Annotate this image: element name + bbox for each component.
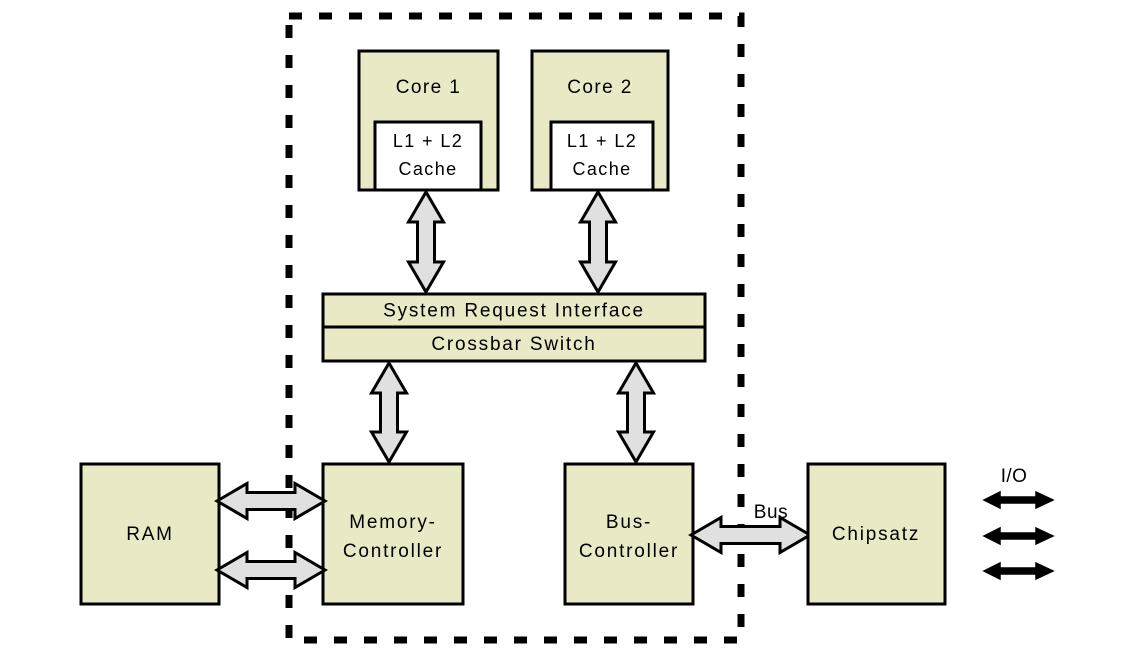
core-1-cache-label-line2: Cache <box>398 159 457 179</box>
memory-controller-label-line2: Controller <box>343 541 443 562</box>
core-1-to-sri-arrow <box>405 189 447 295</box>
bus-controller-label-line1: Bus- <box>606 512 652 533</box>
memory-controller-block[interactable]: Memory- Controller <box>321 462 465 606</box>
system-request-interface-block[interactable]: System Request Interface <box>321 292 707 329</box>
chipset-block[interactable]: Chipsatz <box>806 462 947 606</box>
crossbar-switch-block[interactable]: Crossbar Switch <box>321 325 707 363</box>
io-arrow-1 <box>982 490 1055 510</box>
core-2-cache-label-line1: L1 + L2 <box>567 131 637 151</box>
crossbar-to-memory-controller-arrow <box>368 360 410 465</box>
memory-controller-label-line1: Memory- <box>349 512 437 533</box>
bus-controller-box <box>563 462 695 606</box>
crossbar-to-bus-controller-arrow <box>615 360 657 465</box>
ram-label: RAM <box>126 524 174 545</box>
bus-controller-to-chipset-arrow <box>688 514 813 556</box>
crossbar-switch-label: Crossbar Switch <box>431 334 596 355</box>
bus-controller-block[interactable]: Bus- Controller <box>563 462 695 606</box>
core-2-label: Core 2 <box>567 77 632 98</box>
ram-to-memory-controller-lower-arrow <box>214 549 328 591</box>
crossbar-switch-box <box>321 325 707 363</box>
io-arrow-2 <box>982 526 1055 546</box>
system-request-interface-label: System Request Interface <box>383 301 645 322</box>
io-label: I/O <box>1001 466 1028 487</box>
ram-box <box>79 462 221 606</box>
core-2-cache-box <box>549 120 655 192</box>
core-1-cache-label-line1: L1 + L2 <box>393 131 463 151</box>
core-2-block[interactable]: Core 2 L1 + L2 Cache <box>530 49 670 192</box>
ram-to-memory-controller-upper-arrow <box>214 480 328 522</box>
bus-controller-label-line2: Controller <box>579 541 679 562</box>
core-1-cache-box <box>373 120 483 192</box>
bus-label: Bus <box>754 502 789 523</box>
io-arrow-3 <box>982 561 1055 581</box>
chipset-label: Chipsatz <box>832 524 920 545</box>
core-1-block[interactable]: Core 1 L1 + L2 Cache <box>357 49 500 192</box>
core-1-label: Core 1 <box>396 77 461 98</box>
chipset-box <box>806 462 947 606</box>
core-2-cache-label-line2: Cache <box>572 159 631 179</box>
system-request-interface-box <box>321 292 707 329</box>
ram-block[interactable]: RAM <box>79 462 221 606</box>
cpu-package-boundary <box>285 12 745 644</box>
core-2-to-sri-arrow <box>577 189 619 295</box>
memory-controller-box <box>321 462 465 606</box>
